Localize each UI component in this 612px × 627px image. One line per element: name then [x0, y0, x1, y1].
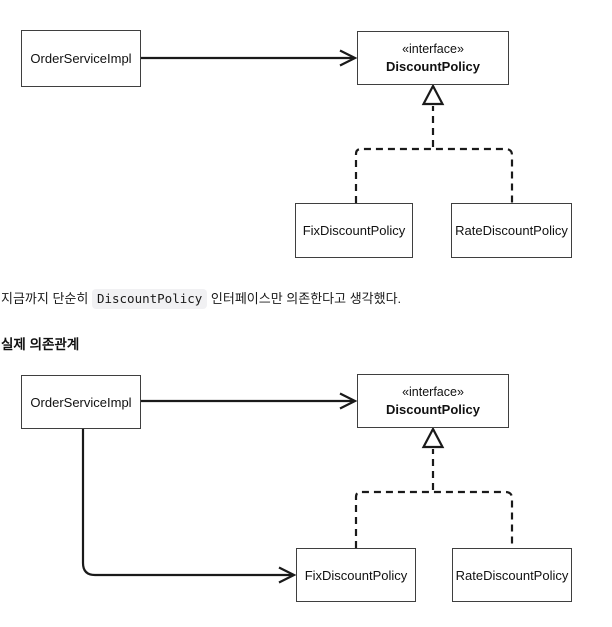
- class-box-orderserviceimpl-top: OrderServiceImpl: [21, 30, 141, 87]
- class-label: RateDiscountPolicy: [455, 223, 568, 238]
- class-label: OrderServiceImpl: [30, 394, 132, 410]
- class-label: FixDiscountPolicy: [304, 567, 408, 583]
- interface-stereotype: «interface»: [402, 42, 464, 56]
- realization-triangle-top: [421, 83, 445, 106]
- class-box-fixdiscountpolicy-bottom: FixDiscountPolicy: [296, 548, 416, 602]
- interface-box-discountpolicy-bottom: «interface» DiscountPolicy: [357, 374, 509, 428]
- dependency-arrow-bottom-fix: [81, 429, 292, 577]
- class-box-fixdiscountpolicy-top: FixDiscountPolicy: [295, 203, 413, 258]
- description-text: 지금까지 단순히 DiscountPolicy 인터페이스만 의존한다고 생각했…: [1, 288, 601, 309]
- class-label: FixDiscountPolicy: [302, 223, 406, 238]
- section-heading: 실제 의존관계: [1, 337, 80, 352]
- interface-name: DiscountPolicy: [386, 59, 480, 74]
- class-box-ratediscountpolicy-top: RateDiscountPolicy: [451, 203, 572, 258]
- interface-name: DiscountPolicy: [386, 402, 480, 417]
- realization-triangle-bottom: [421, 426, 445, 449]
- dependency-arrowhead-bottom-interface: [339, 392, 358, 410]
- interface-stereotype: «interface»: [402, 385, 464, 399]
- dependency-arrowhead-bottom-fix: [278, 566, 297, 584]
- class-label: OrderServiceImpl: [30, 51, 132, 66]
- dependency-arrowhead-top: [339, 49, 358, 67]
- realization-branches-bottom: [354, 490, 514, 548]
- realization-branches-top: [354, 147, 514, 203]
- class-box-orderserviceimpl-bottom: OrderServiceImpl: [21, 375, 141, 429]
- description-after-code: 인터페이스만 의존한다고 생각했다.: [207, 291, 402, 306]
- class-box-ratediscountpolicy-bottom: RateDiscountPolicy: [452, 548, 572, 602]
- interface-box-discountpolicy-top: «interface» DiscountPolicy: [357, 31, 509, 85]
- class-label: RateDiscountPolicy: [455, 567, 569, 583]
- inline-code-discountpolicy: DiscountPolicy: [91, 289, 208, 309]
- description-before-code: 지금까지 단순히: [1, 291, 92, 306]
